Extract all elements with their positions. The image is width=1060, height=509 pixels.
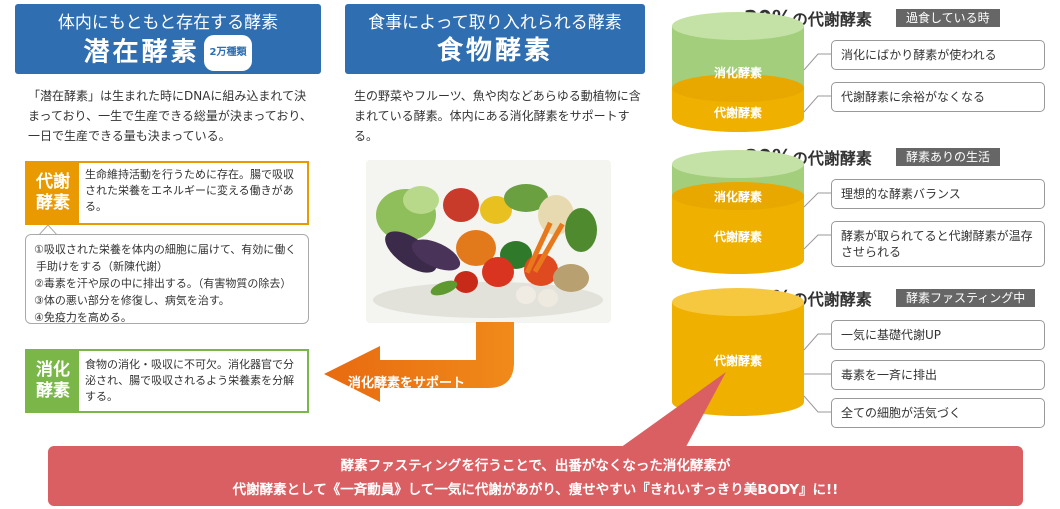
enzyme-cylinder-80: 消化酵素 代謝酵素 — [672, 150, 804, 275]
cylinder-digest-label: 消化酵素 — [713, 66, 762, 80]
digestive-enzyme-box: 消化酵素 食物の消化・吸収に不可欠。消化器官で分泌され、腸で吸収されるよう栄養素… — [25, 349, 309, 413]
metabolic-list-tail — [37, 224, 59, 236]
list-item: ③体の悪い部分を修復し、病気を治す。 — [34, 294, 230, 307]
summary-banner: 酵素ファスティングを行うことで、出番がなくなった消化酵素が 代謝酵素として《一斉… — [48, 446, 1023, 506]
metabolic-enzyme-box: 代謝酵素 生命維持活動を行うために存在。腸で吸収された栄養をエネルギーに変える働… — [25, 161, 309, 225]
ratio-suffix: の代謝酵素 — [791, 290, 872, 309]
latent-enzyme-description: 「潜在酵素」は生まれた時にDNAに組み込まれて決まっており、一生で生産できる総量… — [28, 89, 312, 143]
metabolic-enzyme-tag: 代謝酵素 — [27, 163, 79, 223]
food-enzyme-subtitle: 食事によって取り入れられる酵素 — [368, 13, 622, 33]
callout: 全ての細胞が活気づく — [831, 398, 1045, 428]
digestive-enzyme-text: 食物の消化・吸収に不可欠。消化器官で分泌され、腸で吸収されるよう栄養素を分解する… — [79, 351, 307, 411]
list-item: ②毒素を汗や尿の中に排出する。（有害物質の除去） — [34, 277, 292, 290]
callout: 理想的な酵素バランス — [831, 179, 1045, 209]
list-item: ①吸収された栄養を体内の細胞に届けて、有効に働く — [34, 243, 297, 256]
banner-line-1: 酵素ファスティングを行うことで、出番がなくなった消化酵素が — [340, 458, 731, 474]
ratio-condition-pill: 過食している時 — [896, 9, 1000, 27]
cylinder-top — [672, 12, 804, 40]
cylinder-metab-label: 代謝酵素 — [713, 230, 762, 244]
cylinder-metab-part — [672, 302, 804, 402]
ratio-condition-pill: 酵素ファスティング中 — [896, 289, 1036, 307]
callout-connectors — [803, 53, 831, 413]
cylinder-top — [672, 150, 804, 178]
cylinder-mid — [672, 182, 804, 210]
callout: 代謝酵素に余裕がなくなる — [831, 82, 1045, 112]
ratio-suffix: の代謝酵素 — [791, 149, 872, 168]
latent-enzyme-subtitle: 体内にもともと存在する酵素 — [57, 13, 279, 33]
banner-line-2: 代謝酵素として《一斉動員》して一気に代謝があがり、痩せやすい『きれいすっきり美B… — [232, 482, 839, 498]
food-enzyme-title: 食物酵素 — [436, 36, 553, 66]
callout: 酵素が取られてると代謝酵素が温存させられる — [831, 221, 1045, 267]
callout: 一気に基礎代謝UP — [831, 320, 1045, 350]
cylinder-bottom — [672, 104, 804, 132]
callout: 毒素を一斉に排出 — [831, 360, 1045, 390]
banner-pointer — [606, 372, 726, 458]
food-enzyme-description: 生の野菜やフルーツ、魚や肉などあらゆる動植物に含まれている酵素。体内にある消化酵… — [354, 89, 641, 143]
cylinder-metab-label: 代謝酵素 — [713, 354, 762, 368]
cylinder-mid — [672, 74, 804, 102]
food-enzyme-header: 食事によって取り入れられる酵素 食物酵素 — [345, 4, 645, 74]
cylinder-digest-label: 消化酵素 — [713, 190, 762, 204]
list-item: 手助けをする（新陳代謝） — [36, 260, 168, 273]
enzyme-count-badge: 2万種類 — [203, 35, 253, 71]
ratio-condition-pill: 酵素ありの生活 — [896, 148, 1001, 166]
cylinder-metab-label: 代謝酵素 — [713, 106, 762, 120]
enzyme-cylinder-20: 消化酵素 代謝酵素 — [672, 12, 804, 132]
latent-enzyme-title-text: 潜在酵素 — [83, 37, 200, 68]
callout: 消化にばかり酵素が使われる — [831, 40, 1045, 70]
digestive-enzyme-tag: 消化酵素 — [27, 351, 79, 411]
ratio-suffix: の代謝酵素 — [791, 10, 872, 29]
vegetables-image — [366, 160, 611, 323]
metabolic-enzyme-text: 生命維持活動を行うために存在。腸で吸収された栄養をエネルギーに変える働きがある。 — [79, 163, 307, 223]
metabolic-function-list: ①吸収された栄養を体内の細胞に届けて、有効に働く 手助けをする（新陳代謝） ②毒… — [25, 234, 309, 324]
list-item: ④免疫力を高める。 — [34, 311, 132, 324]
support-arrow-label: 消化酵素をサポート — [348, 376, 466, 391]
cylinder-top — [672, 288, 804, 316]
cylinder-bottom — [672, 246, 804, 274]
support-arrow — [324, 322, 514, 402]
